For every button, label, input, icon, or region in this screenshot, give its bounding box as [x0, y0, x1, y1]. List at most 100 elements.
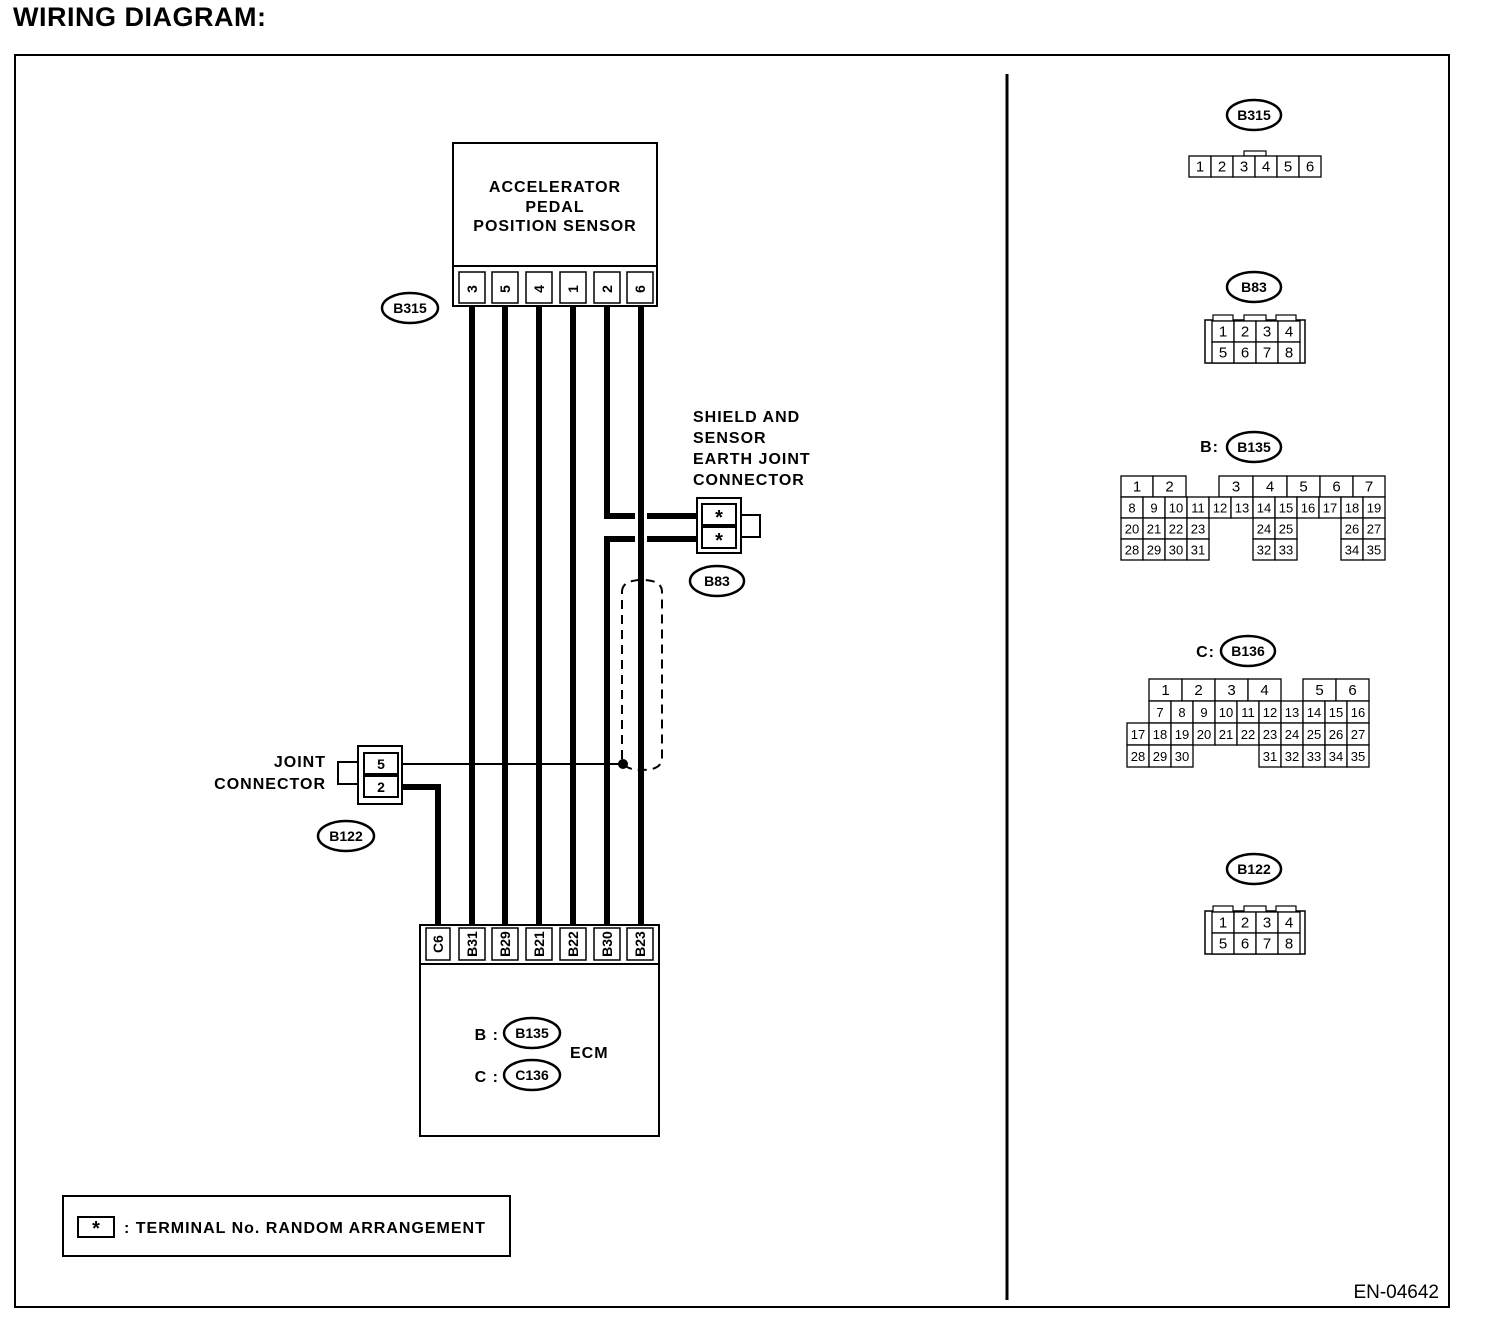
terminal-number: 33: [1307, 749, 1321, 764]
terminal-number: 2: [1241, 915, 1249, 932]
terminal-number: 6: [1306, 159, 1314, 176]
connector-tag-b122: [316, 819, 376, 853]
terminal-number: 21: [1219, 727, 1233, 742]
shield-outline: [621, 578, 663, 772]
connector-tag-b83: [688, 564, 746, 598]
terminal-number: 2: [1218, 159, 1226, 176]
terminal-number: 9: [1150, 501, 1157, 516]
view-label: B83: [1241, 279, 1267, 295]
terminal-number: 7: [1156, 705, 1163, 720]
terminal-number: 6: [1348, 682, 1356, 699]
terminal-number: 2: [1241, 324, 1249, 341]
sensor-pin: 6: [632, 285, 648, 293]
terminal-number: 11: [1191, 501, 1205, 516]
view-label: B315: [1237, 107, 1271, 123]
shield-label-2: SENSOR: [693, 430, 767, 447]
terminal-number: 19: [1367, 501, 1381, 516]
terminal-number: 16: [1301, 501, 1315, 516]
shield-label-4: CONNECTOR: [693, 472, 805, 489]
joint-pin: 5: [377, 756, 385, 772]
terminal-number: 26: [1345, 522, 1359, 537]
sensor-label-2: PEDAL: [525, 199, 584, 216]
ecm-unit: C6 B31 B29 B21 B22 B30 B23 B : B135 C : …: [419, 924, 660, 1137]
terminal-number: 20: [1125, 522, 1139, 537]
view-label: B122: [1237, 861, 1271, 877]
terminal-number: 3: [1227, 682, 1235, 699]
legend: * : TERMINAL No. RANDOM ARRANGEMENT: [62, 1195, 511, 1257]
wire-bundle: [398, 306, 700, 926]
terminal-number: 27: [1367, 522, 1381, 537]
terminal-number: 30: [1175, 749, 1189, 764]
terminal-number: 10: [1219, 705, 1233, 720]
terminal-number: 19: [1175, 727, 1189, 742]
view-label: B136: [1231, 643, 1265, 659]
terminal-number: 23: [1191, 522, 1205, 537]
terminal-number: 23: [1263, 727, 1277, 742]
ecm-pin: B23: [632, 931, 648, 957]
legend-text: : TERMINAL No. RANDOM ARRANGEMENT: [124, 1220, 486, 1237]
terminal-number: 18: [1153, 727, 1167, 742]
terminal-number: 1: [1219, 324, 1227, 341]
terminal-number: 31: [1191, 543, 1205, 558]
terminal-number: 20: [1197, 727, 1211, 742]
terminal-number: 3: [1263, 915, 1271, 932]
terminal-number: 28: [1131, 749, 1145, 764]
terminal-number: 18: [1345, 501, 1359, 516]
terminal-number: 32: [1257, 543, 1271, 558]
terminal-number: 6: [1241, 936, 1249, 953]
terminal-number: 9: [1200, 705, 1207, 720]
terminal-number: 6: [1241, 345, 1249, 362]
ecm-pin: B30: [599, 931, 615, 957]
accelerator-pedal-sensor: ACCELERATOR PEDAL POSITION SENSOR 3 5 4 …: [380, 142, 658, 325]
terminal-number: 11: [1241, 705, 1255, 720]
joint-connector-code: B122: [329, 828, 363, 844]
terminal-number: 8: [1285, 345, 1293, 362]
shield-junction-dot: [618, 759, 628, 769]
view-prefix: C:: [1196, 644, 1215, 661]
ecm-connector-prefix: B :: [475, 1027, 499, 1044]
terminal-number: 24: [1257, 522, 1271, 537]
shield-pin: *: [715, 530, 723, 552]
terminal-number: 4: [1285, 915, 1293, 932]
terminal-number: 4: [1266, 479, 1274, 496]
terminal-number: 5: [1315, 682, 1323, 699]
terminal-number: 5: [1219, 345, 1227, 362]
sensor-box: [452, 142, 658, 307]
terminal-number: 35: [1367, 543, 1381, 558]
legend-symbol: *: [92, 1218, 100, 1240]
terminal-number: 33: [1279, 543, 1293, 558]
sensor-connector-code: B315: [393, 300, 427, 316]
joint-label-2: CONNECTOR: [214, 776, 326, 793]
sensor-pin: 4: [531, 285, 547, 293]
terminal-number: 29: [1153, 749, 1167, 764]
terminal-cell: [1362, 538, 1386, 561]
terminal-number: 34: [1329, 749, 1343, 764]
terminal-number: 25: [1279, 522, 1293, 537]
joint-connector: JOINT CONNECTOR 5 2 B122: [214, 745, 403, 853]
terminal-number: 29: [1147, 543, 1161, 558]
terminal-cell: [1277, 341, 1301, 364]
terminal-number: 3: [1240, 159, 1248, 176]
terminal-number: 6: [1332, 479, 1340, 496]
ecm-connector-code: C136: [515, 1067, 549, 1083]
shield-label-3: EARTH JOINT: [693, 451, 811, 468]
figure-id: EN-04642: [1353, 1282, 1439, 1303]
terminal-number: 12: [1263, 705, 1277, 720]
sensor-pin: 1: [565, 285, 581, 293]
view-prefix: B:: [1200, 439, 1219, 456]
ecm-pin: B29: [497, 931, 513, 957]
terminal-cell: [1186, 538, 1210, 561]
ecm-connector-prefix: C :: [475, 1069, 499, 1086]
terminal-number: 3: [1232, 479, 1240, 496]
terminal-number: 25: [1307, 727, 1321, 742]
terminal-number: 7: [1365, 479, 1373, 496]
terminal-number: 4: [1260, 682, 1268, 699]
terminal-cell: [1277, 932, 1301, 955]
terminal-number: 34: [1345, 543, 1359, 558]
